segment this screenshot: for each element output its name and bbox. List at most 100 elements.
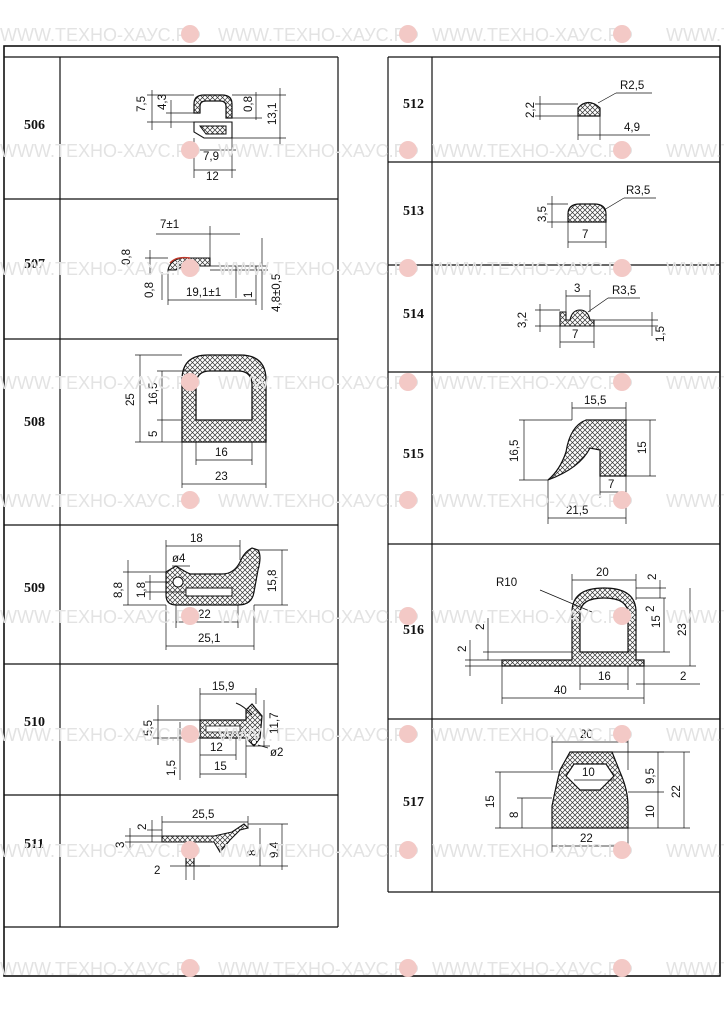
dim-label: 2 xyxy=(457,646,469,652)
watermark-text: WWW.ТЕХНО-ХАУС.РФ xyxy=(218,607,419,627)
watermark-text: WWW.ТЕХНО-ХАУС.РФ xyxy=(0,491,201,511)
profile-number: 516 xyxy=(403,623,424,638)
watermark-text: WWW.ТЕХНО-ХАУС.РФ xyxy=(432,25,633,45)
watermark-text: WWW.ТЕХНО-ХАУС.РФ xyxy=(0,725,201,745)
right-table xyxy=(387,56,720,893)
profile-number: 508 xyxy=(24,415,45,430)
watermark-text: WWW.ТЕХНО-ХАУС.РФ xyxy=(0,141,201,161)
watermark-text: WWW.ТЕХНО-ХАУС.РФ xyxy=(0,841,201,861)
dim-label: 16,5 xyxy=(148,383,160,405)
profile-516-drawing: 20 2 R10 2 15 23 2 2 16 2 40 xyxy=(457,567,700,704)
profile-number: 515 xyxy=(403,447,424,462)
watermark-text: WWW.ТЕХНО-ХАУС.РФ xyxy=(666,607,724,627)
dim-label: 2 xyxy=(680,671,686,683)
profile-number: 509 xyxy=(24,581,45,596)
dim-label: 13,1 xyxy=(267,103,279,125)
dim-label: 22 xyxy=(580,833,593,845)
profile-number: 507 xyxy=(24,257,45,272)
left-table xyxy=(4,56,339,928)
dim-label: 15,8 xyxy=(267,570,279,592)
dim-label: 0,8 xyxy=(144,282,156,298)
watermark-text: WWW.ТЕХНО-ХАУС.РФ xyxy=(432,725,633,745)
dim-label: 4,8±0,5 xyxy=(271,274,283,312)
watermark-logo-icon xyxy=(399,259,417,277)
watermark-logo-icon xyxy=(399,141,417,159)
watermark-text: WWW.ТЕХНО-ХАУС.РФ xyxy=(432,607,633,627)
dim-label: ø4 xyxy=(172,553,186,565)
profile-510-drawing: 15,9 5,5 11,7 1,5 12 15 ø2 xyxy=(143,681,283,780)
profile-513-drawing: 3,5 R3,5 7 xyxy=(537,185,656,248)
watermark-logo-icon xyxy=(181,373,199,391)
watermark-logo-icon xyxy=(399,959,417,977)
watermark-logo-icon xyxy=(399,841,417,859)
watermark-logo-icon xyxy=(181,841,199,859)
dim-label: 7 xyxy=(582,229,588,241)
watermark-text: WWW.ТЕХНО-ХАУС.РФ xyxy=(432,373,633,393)
dim-label: 20 xyxy=(596,567,609,579)
dim-label: 18 xyxy=(190,533,203,545)
dim-label: 7 xyxy=(572,329,578,341)
watermark-logo-icon xyxy=(613,141,631,159)
dim-label: 7 xyxy=(608,479,614,491)
dim-label: R3,5 xyxy=(612,285,636,297)
profile-number: 512 xyxy=(403,97,424,112)
profile-number: 510 xyxy=(24,715,45,730)
watermark-logo-icon xyxy=(181,607,199,625)
dim-label: 9,5 xyxy=(645,768,657,784)
watermark-logo-icon xyxy=(613,491,631,509)
dim-label: 15 xyxy=(485,795,497,808)
dim-label: 3,2 xyxy=(517,312,529,328)
watermark-logo-icon xyxy=(399,25,417,43)
dim-label: 16 xyxy=(215,447,228,459)
dim-label: 25 xyxy=(125,393,137,406)
dim-label: 20 xyxy=(580,729,593,741)
watermark-logo-icon xyxy=(399,491,417,509)
profile-number: 514 xyxy=(403,307,424,322)
dim-label: 15,5 xyxy=(584,395,606,407)
profile-number: 511 xyxy=(24,837,44,852)
watermark-text: WWW.ТЕХНО-ХАУС.РФ xyxy=(0,373,201,393)
dim-label: 2 xyxy=(647,574,659,580)
watermark-logo-icon xyxy=(613,607,631,625)
dim-label: 15 xyxy=(214,761,227,773)
watermark-text: WWW.ТЕХНО-ХАУС.РФ xyxy=(432,491,633,511)
watermark-text: WWW.ТЕХНО-ХАУС.РФ xyxy=(218,841,419,861)
watermark-text: WWW.ТЕХНО-ХАУС.РФ xyxy=(432,841,633,861)
dim-label: 2 xyxy=(137,824,149,830)
dim-label: 19,1±1 xyxy=(186,287,221,299)
outer-frame xyxy=(3,45,721,977)
watermark-logo-icon xyxy=(399,725,417,743)
dim-label: 23 xyxy=(677,623,689,636)
watermark-text: WWW.ТЕХНО-ХАУС.РФ xyxy=(0,259,201,279)
profile-number: 506 xyxy=(24,118,45,133)
dim-label: 15,9 xyxy=(212,681,234,693)
dim-label: 0,8 xyxy=(243,96,255,112)
watermark-logo-icon xyxy=(613,725,631,743)
dim-label: 16,5 xyxy=(509,440,521,462)
dim-label: 3 xyxy=(574,283,580,295)
dim-label: 2,2 xyxy=(525,102,537,118)
profile-number: 513 xyxy=(403,204,424,219)
watermark-text: WWW.ТЕХНО-ХАУС.РФ xyxy=(218,259,419,279)
profile-515-drawing: 15,5 16,5 15 7 21,5 xyxy=(509,395,656,524)
watermark-logo-icon xyxy=(181,725,199,743)
watermark-text: WWW.ТЕХНО-ХАУС.РФ xyxy=(0,959,201,979)
dim-label: 9,4 xyxy=(269,841,281,858)
dim-label: 2 xyxy=(645,606,657,612)
profile-517-drawing: 20 10 15 8 9,5 10 22 22 xyxy=(485,729,690,852)
watermark-logo-icon xyxy=(399,607,417,625)
watermark-text: WWW.ТЕХНО-ХАУС.РФ xyxy=(218,959,419,979)
watermark-text: WWW.ТЕХНО-ХАУС.РФ xyxy=(218,141,419,161)
dim-label: 40 xyxy=(554,685,567,697)
dim-label: 21,5 xyxy=(566,505,588,517)
watermark-logo-icon xyxy=(613,373,631,391)
dim-label: 10 xyxy=(645,805,657,818)
dim-label: R2,5 xyxy=(620,80,644,92)
dim-label: 2 xyxy=(475,624,487,630)
dim-label: 5,5 xyxy=(143,720,155,736)
watermark-text: WWW.ТЕХНО-ХАУС.РФ xyxy=(218,491,419,511)
dim-label: R3,5 xyxy=(626,185,650,197)
watermark-logo-icon xyxy=(399,373,417,391)
profile-514-drawing: 3 R3,5 3,2 1,5 7 xyxy=(517,283,667,348)
